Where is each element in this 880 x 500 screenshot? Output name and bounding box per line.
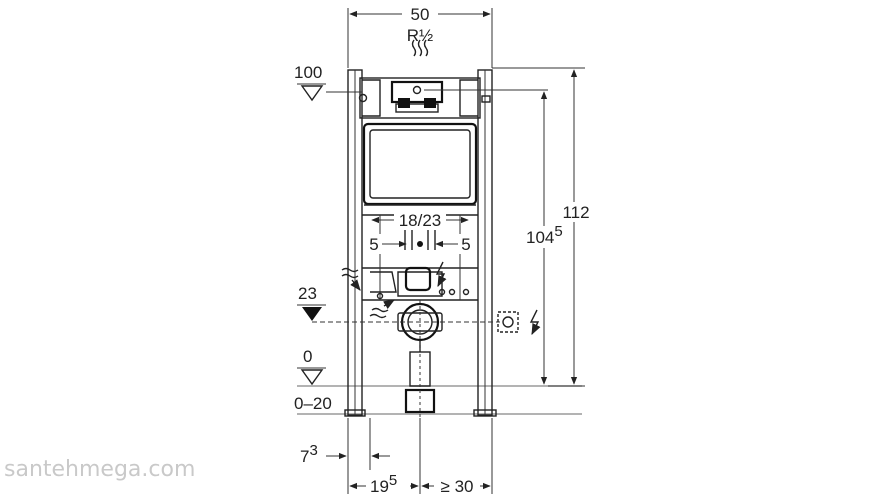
water-connection-icon: [369, 299, 395, 319]
level-upper-label: 100: [294, 63, 322, 82]
drain-outlet: [312, 300, 500, 480]
floor-lines: [297, 385, 582, 415]
dim-height-total: 112: [492, 67, 594, 387]
frame-legs: [344, 69, 497, 417]
water-supply-symbol: [411, 39, 429, 57]
level-floor-range-label: 0–20: [294, 394, 332, 413]
dim-offsets: 5 5: [366, 234, 474, 254]
cistern: [358, 77, 548, 119]
dim-height-actuator-label: 1045: [526, 223, 563, 247]
dim-height-total-label: 112: [562, 203, 589, 222]
level-drain-label: 23: [298, 284, 317, 303]
level-marker-upper: 100: [294, 63, 362, 102]
dim-spacing-center: 18/23: [371, 210, 469, 230]
thread-label: R½: [407, 26, 433, 45]
dim-depth-min: 73: [300, 442, 390, 466]
dim-depth-lines: [347, 418, 493, 494]
level-marker-drain: 23: [297, 284, 326, 321]
dim-height-actuator: 1045: [524, 91, 568, 385]
dim-depth-wall-label: ≥ 30: [441, 477, 474, 496]
service-panel: [362, 122, 478, 206]
dim-depth-frame: 195: [349, 472, 419, 496]
dim-depth-frame-label: 195: [370, 472, 397, 496]
dim-width-top-label: 50: [411, 5, 430, 24]
dim-offset-right-label: 5: [461, 235, 470, 254]
watermark: santehmega.com: [4, 457, 195, 482]
water-connection-icon: [341, 267, 361, 291]
level-floor-label: 0: [303, 347, 312, 366]
power-box: [497, 311, 519, 333]
level-marker-floor: 0: [297, 347, 326, 386]
dim-width-top: 50: [347, 4, 493, 68]
dim-depth-min-label: 73: [300, 442, 318, 466]
dim-spacing-center-label: 18/23: [399, 211, 442, 230]
electric-icon: [529, 309, 541, 336]
electric-icon: [435, 261, 447, 288]
dim-depth-wall: ≥ 30: [421, 476, 491, 496]
dim-offset-left-label: 5: [369, 235, 378, 254]
